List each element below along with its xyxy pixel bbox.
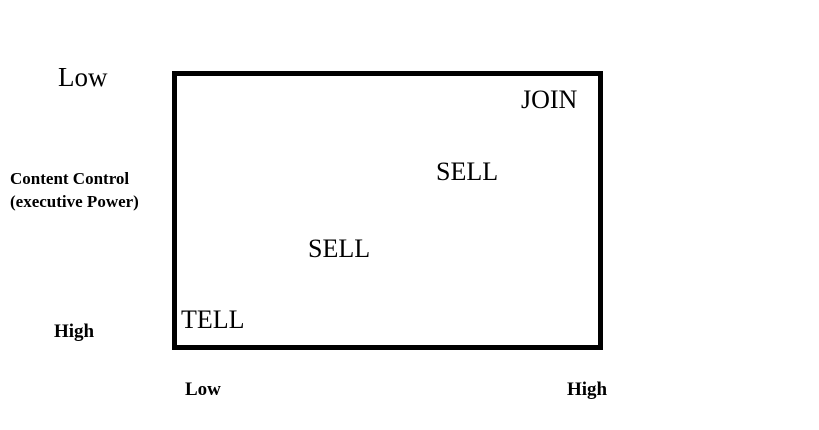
quadrant-label-tell: TELL xyxy=(181,305,245,334)
y-axis-title-line2: (executive Power) xyxy=(10,191,139,211)
x-axis-right-label: High xyxy=(567,379,608,400)
matrix-frame xyxy=(172,71,603,350)
y-axis-bottom-label: High xyxy=(54,321,95,342)
quadrant-label-sell-upper: SELL xyxy=(436,157,499,186)
y-axis-title: Content Control (executive Power) xyxy=(10,168,139,214)
y-axis-title-line1: Content Control xyxy=(10,169,130,188)
quadrant-label-sell-lower: SELL xyxy=(308,234,371,263)
x-axis-left-label: Low xyxy=(185,379,221,400)
quadrant-label-join: JOIN xyxy=(521,85,578,114)
y-axis-top-label: Low xyxy=(58,62,108,92)
